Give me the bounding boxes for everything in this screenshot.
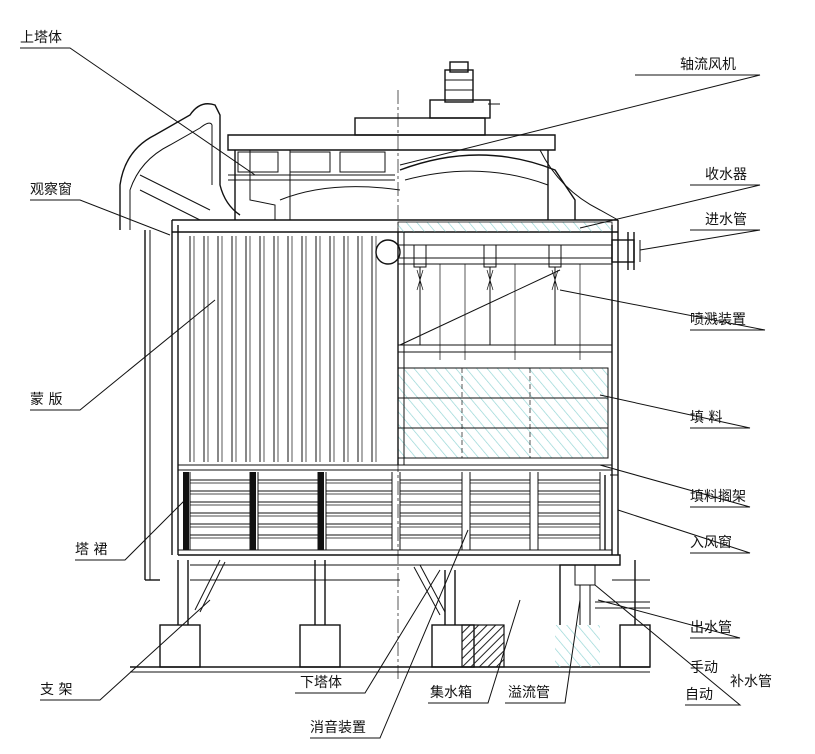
label-axial-fan: 轴流风机: [680, 57, 736, 73]
ground: [130, 666, 650, 673]
label-observation-window: 观察窗: [30, 181, 72, 198]
water-collector: [397, 221, 613, 233]
label-air-inlet-window: 入风窗: [690, 534, 732, 551]
label-auto: 自动: [685, 687, 713, 703]
label-outlet-pipe: 出水管: [690, 620, 732, 636]
foundations: [159, 624, 651, 668]
leader-lines: [20, 47, 766, 739]
observation-duct: [119, 103, 241, 581]
label-spray-device: 喷溅装置: [690, 312, 746, 328]
label-silencer: 消音装置: [310, 719, 366, 736]
label-upper-tower: 上塔体: [20, 30, 62, 46]
label-support-frame: 支 架: [40, 682, 72, 698]
label-tower-skirt: 塔 裙: [75, 542, 107, 558]
support-legs: [177, 559, 636, 625]
pipe-sphere: [375, 239, 401, 265]
air-inlet-louvers: [189, 472, 618, 550]
cover-panels: [189, 236, 377, 462]
label-lower-tower: 下塔体: [300, 675, 342, 691]
fan-motor: [354, 61, 500, 136]
inlet-pipe: [611, 232, 641, 270]
label-cover-panel: 蒙 版: [30, 392, 62, 408]
cyan-hatched-block: [555, 625, 600, 667]
spray-nozzles: [413, 244, 581, 360]
label-water-tank: 集水箱: [430, 684, 472, 701]
label-fill: 填 料: [690, 410, 722, 426]
outlet-piping: [574, 564, 650, 625]
skirt-posts: [183, 472, 324, 550]
label-overflow-pipe: 溢流管: [508, 685, 550, 701]
fan-hood: [227, 134, 619, 221]
label-inlet-pipe: 进水管: [705, 212, 747, 228]
labels: 上塔体 观察窗 蒙 版 塔 裙 支 架 下塔体 消音装置 集水箱 溢流管 手动 …: [20, 30, 772, 736]
label-manual: 手动: [690, 660, 718, 676]
fill-media: [397, 367, 609, 459]
label-makeup-pipe: 补水管: [730, 674, 772, 690]
dark-hatched-block: [461, 624, 505, 668]
label-water-collector: 收水器: [705, 167, 747, 183]
water-tank-basin: [178, 554, 621, 625]
label-fill-support: 填料搁架: [690, 489, 746, 505]
